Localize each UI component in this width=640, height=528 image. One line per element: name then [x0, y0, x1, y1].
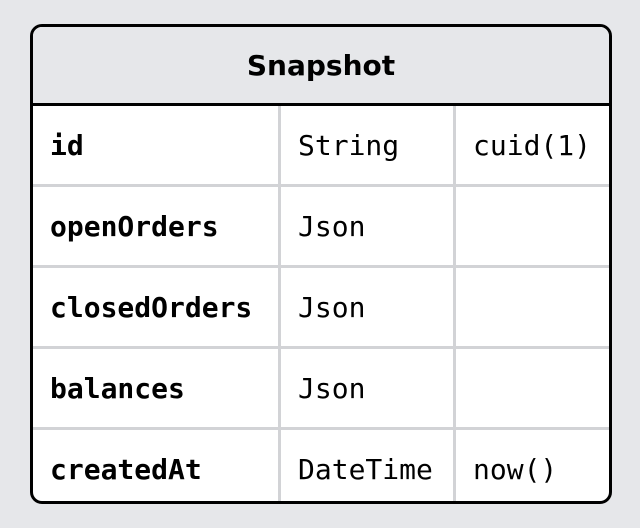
field-row: openOrders Json [33, 185, 609, 268]
field-default [454, 185, 609, 268]
field-default: now() [473, 453, 558, 486]
field-row: balances Json [33, 347, 609, 430]
field-row: closedOrders Json [33, 266, 609, 349]
field-type: String [279, 106, 456, 187]
field-row: createdAt DateTime now() [33, 428, 609, 501]
field-name: id [33, 106, 281, 187]
field-default [454, 347, 609, 430]
field-type: Json [279, 347, 456, 430]
field-default [454, 266, 609, 349]
field-name: closedOrders [33, 266, 281, 349]
field-row: id String cuid(1) [33, 106, 609, 187]
field-type: Json [279, 266, 456, 349]
field-name: createdAt [33, 428, 281, 501]
fields-table: id String cuid(1) openOrders Json closed… [33, 106, 609, 501]
field-name: openOrders [33, 185, 281, 268]
field-name: balances [33, 347, 281, 430]
field-default: cuid(1) [454, 106, 609, 187]
field-type: Json [279, 185, 456, 268]
entity-title: Snapshot [33, 27, 609, 106]
field-type: DateTime [279, 428, 456, 501]
entity-snapshot: Snapshot id String cuid(1) openOrders Js… [30, 24, 612, 504]
